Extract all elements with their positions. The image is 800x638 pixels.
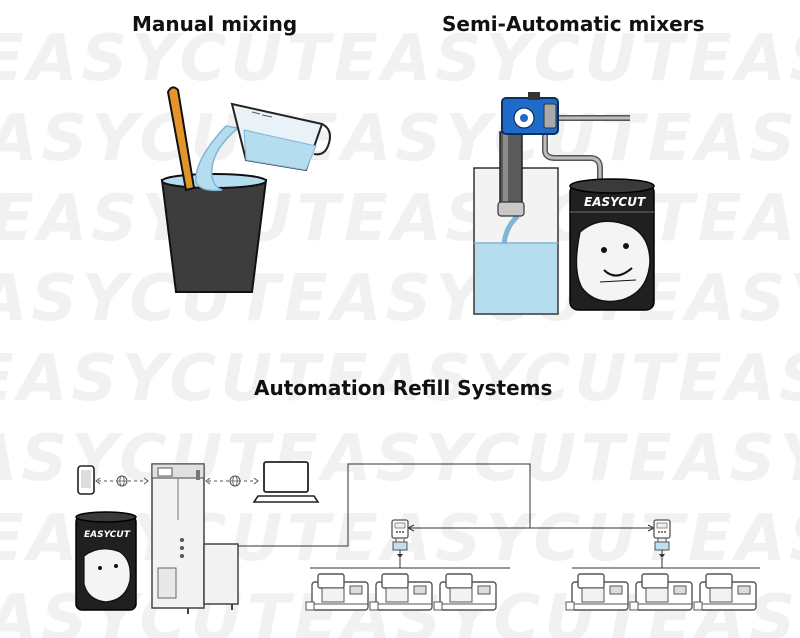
drum-brand-label: EASYCUT bbox=[84, 530, 131, 540]
easycut-drum-icon: EASYCUT bbox=[569, 178, 655, 311]
smartphone-icon bbox=[77, 465, 95, 495]
refill-unit-icon bbox=[391, 519, 409, 559]
pouring-stream bbox=[195, 125, 240, 192]
cnc-machine-icon bbox=[565, 573, 629, 611]
easycut-drum-icon: EASYCUT bbox=[75, 511, 137, 611]
cnc-machine-icon bbox=[305, 573, 369, 611]
semi-automatic-illustration: EASYCUT bbox=[473, 92, 655, 315]
mixer-pump-icon bbox=[501, 92, 559, 135]
semi-automatic-title: Semi-Automatic mixers bbox=[442, 12, 705, 36]
manual-mixing-title: Manual mixing bbox=[132, 12, 298, 36]
globe-icon bbox=[229, 475, 241, 487]
refill-station-icon bbox=[151, 463, 239, 614]
globe-icon bbox=[116, 475, 128, 487]
measuring-cup-icon bbox=[230, 102, 331, 172]
manual-mixing-illustration bbox=[160, 86, 331, 293]
cnc-machine-icon bbox=[433, 573, 497, 611]
cnc-machine-icon bbox=[629, 573, 693, 611]
stirring-stick-icon bbox=[166, 86, 196, 192]
laptop-icon bbox=[252, 461, 320, 503]
automation-title: Automation Refill Systems bbox=[254, 376, 553, 400]
automation-illustration: EASYCUT bbox=[75, 461, 760, 614]
drum-brand-label: EASYCUT bbox=[584, 195, 646, 209]
bear-mascot bbox=[575, 220, 651, 303]
refill-unit-icon bbox=[653, 519, 671, 559]
mixing-cup-icon bbox=[160, 179, 268, 293]
cnc-machine-icon bbox=[693, 573, 757, 611]
cnc-machine-icon bbox=[369, 573, 433, 611]
tank-liquid bbox=[475, 243, 557, 313]
